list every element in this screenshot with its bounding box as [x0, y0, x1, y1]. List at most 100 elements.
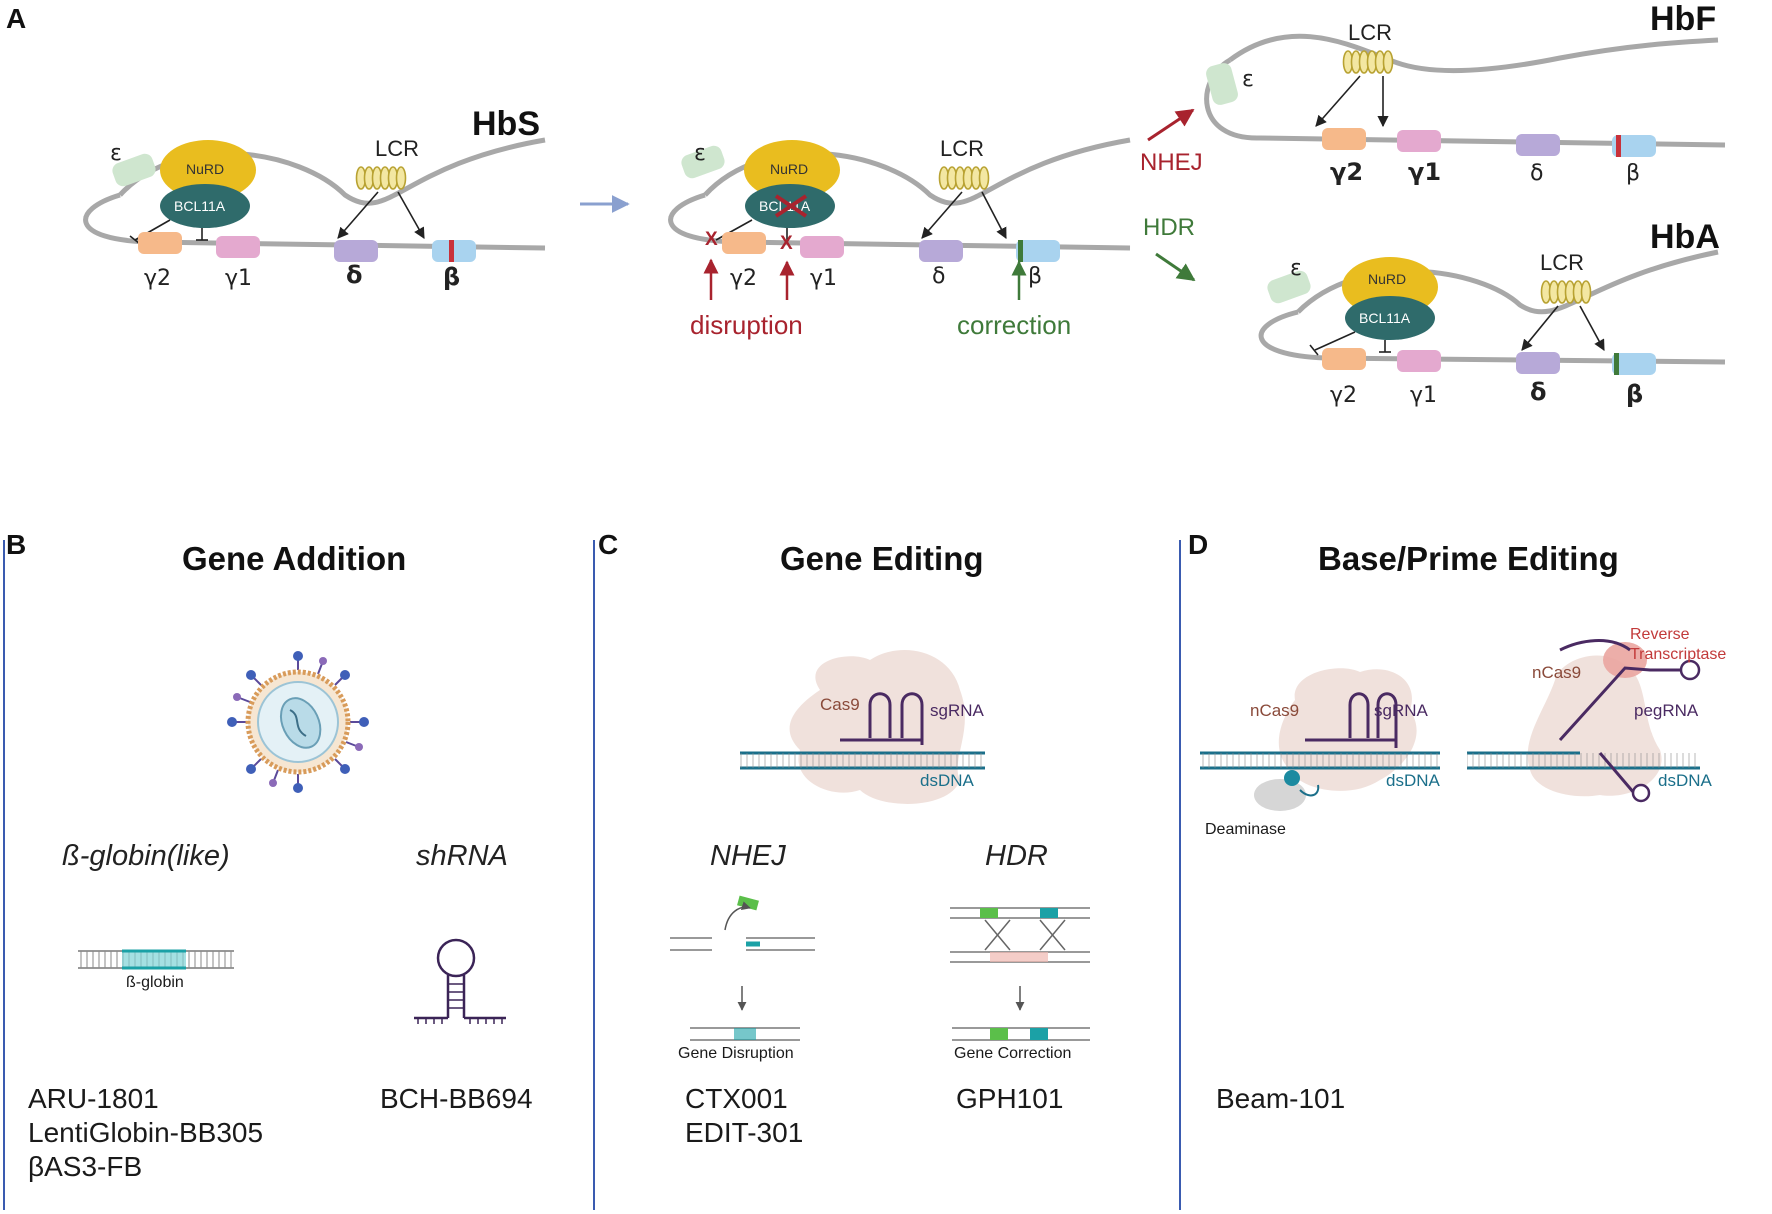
nhej-arrow	[1147, 108, 1195, 142]
hbf-g2-label: γ2	[1330, 158, 1363, 186]
c-right-drug-1: GPH101	[956, 1083, 1063, 1114]
hba-delta-label: δ	[1530, 378, 1547, 406]
edited-g1-gene	[800, 236, 844, 258]
hbf-g2-gene	[1322, 128, 1366, 150]
b-right-drug-1: BCH-BB694	[380, 1083, 533, 1114]
hba-g1-label: γ1	[1410, 383, 1437, 408]
hba-g1-gene	[1397, 350, 1441, 372]
hba-title: HbA	[1650, 218, 1720, 256]
hba-g2-gene	[1322, 348, 1366, 370]
panel-d-title: Base/Prime Editing	[1318, 540, 1619, 577]
hba-epsilon-gene	[1267, 270, 1311, 304]
edited-lcr-label: LCR	[940, 136, 984, 161]
hba-g2-label: γ2	[1330, 383, 1357, 408]
hba-epsilon-label: ε	[1290, 256, 1302, 281]
d-sgrna-label: sgRNA	[1374, 701, 1429, 720]
hba-delta-gene	[1516, 352, 1560, 374]
hbf-lcr	[1342, 50, 1394, 74]
hbf-beta-mutation	[1616, 135, 1621, 157]
x-mark-1: X	[705, 229, 718, 250]
hbf-epsilon-gene	[1206, 63, 1238, 105]
beta-globin-dna-icon	[78, 949, 234, 970]
edited-epsilon-gene	[681, 145, 725, 179]
d-drug-1: Beam-101	[1216, 1083, 1345, 1114]
hbf-beta-label: β	[1626, 161, 1640, 186]
nhej-diagram-icon	[670, 895, 815, 1041]
hbs-epsilon-label: ε	[110, 141, 122, 166]
panel-d-letter: D	[1188, 529, 1208, 560]
edited-beta-label: β	[1028, 264, 1042, 289]
hba-bcl11a	[1345, 296, 1435, 340]
nhej-label: NHEJ	[1140, 149, 1203, 176]
hbf-lcr-label: LCR	[1348, 20, 1392, 45]
c-left-result: Gene Disruption	[678, 1045, 794, 1062]
hdr-arrow	[1155, 252, 1196, 282]
hba-beta-corrected	[1614, 353, 1619, 375]
edited-beta-corrected	[1018, 240, 1023, 262]
x-mark-2: X	[780, 233, 793, 254]
shrna-icon	[414, 938, 506, 1024]
cas9-complex-icon	[740, 650, 985, 804]
c-right-result: Gene Correction	[954, 1045, 1071, 1062]
hbf-delta-gene	[1516, 134, 1560, 156]
b-left-drug-1: ARU-1801	[28, 1083, 159, 1114]
c-right-label: HDR	[985, 840, 1048, 872]
edited-nurd-label: NuRD	[770, 161, 808, 177]
hba-bcl11a-label: BCL11A	[1359, 310, 1411, 326]
hdr-diagram-icon	[950, 907, 1090, 1041]
hbf-epsilon-label: ε	[1242, 67, 1254, 92]
edited-g1-label: γ1	[810, 266, 837, 291]
panel-b-letter: B	[6, 529, 26, 560]
d-dsdna-label-a: dsDNA	[1386, 771, 1441, 790]
panel-b-title: Gene Addition	[182, 540, 406, 577]
d-rt-label-2: Transcriptase	[1630, 646, 1726, 663]
hbs-lcr-arrow-beta	[397, 191, 425, 239]
hbf-delta-label: δ	[1530, 161, 1543, 186]
d-ncas9-label-b: nCas9	[1532, 663, 1581, 682]
lentivirus-icon	[227, 651, 369, 793]
hbs-epsilon-gene	[112, 153, 156, 187]
panel-a-letter: A	[6, 3, 26, 34]
edited-g2-label: γ2	[730, 266, 757, 291]
d-deaminase-label: Deaminase	[1205, 821, 1286, 838]
hbs-g1-label: γ1	[225, 266, 252, 291]
c-cas9-label: Cas9	[820, 695, 860, 714]
hbs-nurd	[160, 140, 256, 200]
edited-nurd	[744, 140, 840, 200]
hbs-delta-label: δ	[346, 261, 363, 289]
c-dsdna-label: dsDNA	[920, 771, 975, 790]
b-left-label: ß-globin(like)	[62, 840, 230, 872]
correction-label: correction	[957, 310, 1071, 340]
b-left-drug-2: LentiGlobin-BB305	[28, 1117, 263, 1148]
edited-epsilon-label: ε	[694, 141, 706, 166]
hbs-lcr-arrow-delta	[337, 191, 379, 239]
edited-locus: ε NuRD BCL11A LCR X X γ2 γ1 δ β disrupti…	[668, 136, 1131, 340]
hbf-g1-gene	[1397, 130, 1441, 152]
hbf-locus: HbF ε LCR γ2 γ1 δ β	[1204, 0, 1726, 186]
hba-lcr-label: LCR	[1540, 250, 1584, 275]
edited-lcr	[938, 166, 990, 190]
hba-nurd-label: NuRD	[1368, 271, 1406, 287]
b-right-label: shRNA	[416, 840, 508, 872]
hbs-beta-label: β	[443, 263, 460, 291]
edited-g2-gene	[722, 232, 766, 254]
panel-c-letter: C	[598, 529, 618, 560]
base-editor-icon	[1200, 668, 1440, 811]
hbs-g1-gene	[216, 236, 260, 258]
c-left-label: NHEJ	[710, 840, 786, 872]
hba-beta-label: β	[1626, 380, 1643, 408]
hbs-beta-mutation	[449, 240, 454, 262]
hbs-g2-label: γ2	[144, 266, 171, 291]
hbs-lcr	[355, 166, 407, 190]
edited-delta-gene	[919, 240, 963, 262]
prime-editor-icon	[1467, 639, 1701, 803]
hba-locus: HbA ε NuRD BCL11A LCR γ2 γ1 δ β	[1258, 218, 1726, 408]
hbf-title: HbF	[1650, 0, 1716, 38]
b-left-drug-3: βAS3-FB	[28, 1151, 142, 1182]
edited-beta-gene	[1016, 240, 1060, 262]
hbs-locus: HbS ε NuRD BCL11A LCR γ2 γ1 δ β	[83, 105, 546, 291]
d-dsdna-label-b: dsDNA	[1658, 771, 1713, 790]
hbs-bcl11a	[160, 184, 250, 228]
d-pegrna-label: pegRNA	[1634, 701, 1699, 720]
